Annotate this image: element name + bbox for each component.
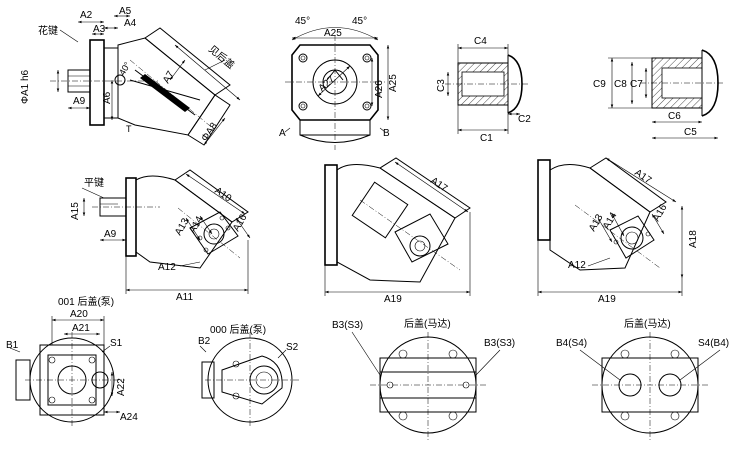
label-a16-motor: A16 bbox=[651, 202, 670, 223]
label-a1: ΦA1 h6 bbox=[20, 69, 31, 104]
title-cover-001: 001 后盖(泵) bbox=[58, 295, 114, 308]
label-a12: A12 bbox=[158, 262, 176, 273]
label-angle-left: 45° bbox=[295, 16, 310, 27]
label-c8: C8 bbox=[614, 79, 627, 90]
cover-000-view bbox=[199, 332, 300, 428]
label-a5: A5 bbox=[119, 6, 132, 17]
label-port-a: A bbox=[279, 128, 286, 139]
label-b3-left: B3(S3) bbox=[332, 320, 363, 331]
title-cover-motor-1: 后盖(马达) bbox=[404, 317, 451, 330]
label-a19-motor: A19 bbox=[598, 294, 616, 305]
label-a11: A11 bbox=[176, 292, 193, 303]
piston bbox=[140, 74, 190, 112]
label-c7: C7 bbox=[630, 79, 643, 90]
label-b4-right: S4(B4) bbox=[698, 338, 729, 349]
label-b4-left: B4(S4) bbox=[556, 338, 587, 349]
label-a21: A21 bbox=[72, 323, 90, 334]
pump-flat-key-view bbox=[81, 169, 251, 294]
label-a20: A20 bbox=[70, 309, 88, 320]
label-a22: A22 bbox=[116, 378, 127, 396]
motor-view bbox=[537, 157, 684, 296]
pump-body bbox=[135, 175, 233, 269]
label-a27: A27 bbox=[317, 74, 338, 94]
label-a25-side: A25 bbox=[388, 74, 399, 92]
title-cover-motor-2: 后盖(马达) bbox=[624, 317, 671, 330]
shaft-detail-1 bbox=[445, 44, 530, 134]
motor-body bbox=[549, 164, 651, 271]
label-a18: A18 bbox=[688, 230, 699, 248]
rear-cover bbox=[609, 215, 655, 259]
label-s2: S2 bbox=[286, 342, 299, 353]
label-a26: A26 bbox=[374, 80, 385, 98]
flange-front-view bbox=[284, 27, 390, 150]
mounting-flange bbox=[89, 39, 105, 126]
label-c9: C9 bbox=[593, 79, 606, 90]
cover-motor-2-view bbox=[579, 332, 721, 440]
label-a3: A3 bbox=[93, 24, 106, 35]
cover-001-view bbox=[9, 316, 125, 428]
label-a15: A15 bbox=[70, 202, 81, 220]
label-a9-side: A9 bbox=[73, 96, 86, 107]
label-angle-40: 40° bbox=[117, 60, 133, 77]
label-a10: A10 bbox=[212, 185, 233, 204]
label-b3-right: B3(S3) bbox=[484, 338, 515, 349]
label-a9-pump: A9 bbox=[104, 229, 117, 240]
title-cover-000: 000 后盖(泵) bbox=[210, 323, 266, 336]
label-a12-motor: A12 bbox=[568, 260, 586, 271]
label-b2: B2 bbox=[198, 336, 211, 347]
label-a6: A6 bbox=[102, 91, 113, 104]
cover-motor-1-view bbox=[351, 331, 501, 440]
label-a2: A2 bbox=[80, 10, 93, 21]
label-spline-key: 花键 bbox=[38, 24, 58, 37]
side-section-view bbox=[50, 14, 241, 146]
label-a25-top: A25 bbox=[324, 28, 342, 39]
label-flat-key: 平键 bbox=[84, 176, 104, 189]
label-a4: A4 bbox=[124, 18, 137, 29]
middle-pump-view bbox=[324, 157, 471, 296]
label-t: T bbox=[126, 124, 132, 134]
label-a19-middle: A19 bbox=[384, 294, 402, 305]
label-c1: C1 bbox=[480, 133, 493, 144]
label-c4: C4 bbox=[474, 36, 487, 47]
rear-cover bbox=[394, 213, 449, 263]
label-port-b: B bbox=[383, 128, 390, 139]
label-c6: C6 bbox=[668, 111, 681, 122]
label-b1: B1 bbox=[6, 340, 19, 351]
label-c2: C2 bbox=[518, 114, 531, 125]
pump-body bbox=[336, 164, 456, 283]
label-a24: A24 bbox=[120, 412, 138, 423]
shaft-detail-2 bbox=[608, 49, 725, 140]
bolt-hole bbox=[298, 53, 308, 63]
label-angle-right: 45° bbox=[352, 16, 367, 27]
label-a17-motor: A17 bbox=[632, 167, 653, 186]
housing-body bbox=[117, 37, 216, 136]
label-c3: C3 bbox=[436, 79, 447, 92]
label-a7: A7 bbox=[161, 69, 177, 85]
label-a14-motor: A14 bbox=[601, 210, 620, 231]
label-s1: S1 bbox=[110, 338, 123, 349]
label-c5: C5 bbox=[684, 127, 697, 138]
label-a16: A16 bbox=[231, 212, 250, 233]
